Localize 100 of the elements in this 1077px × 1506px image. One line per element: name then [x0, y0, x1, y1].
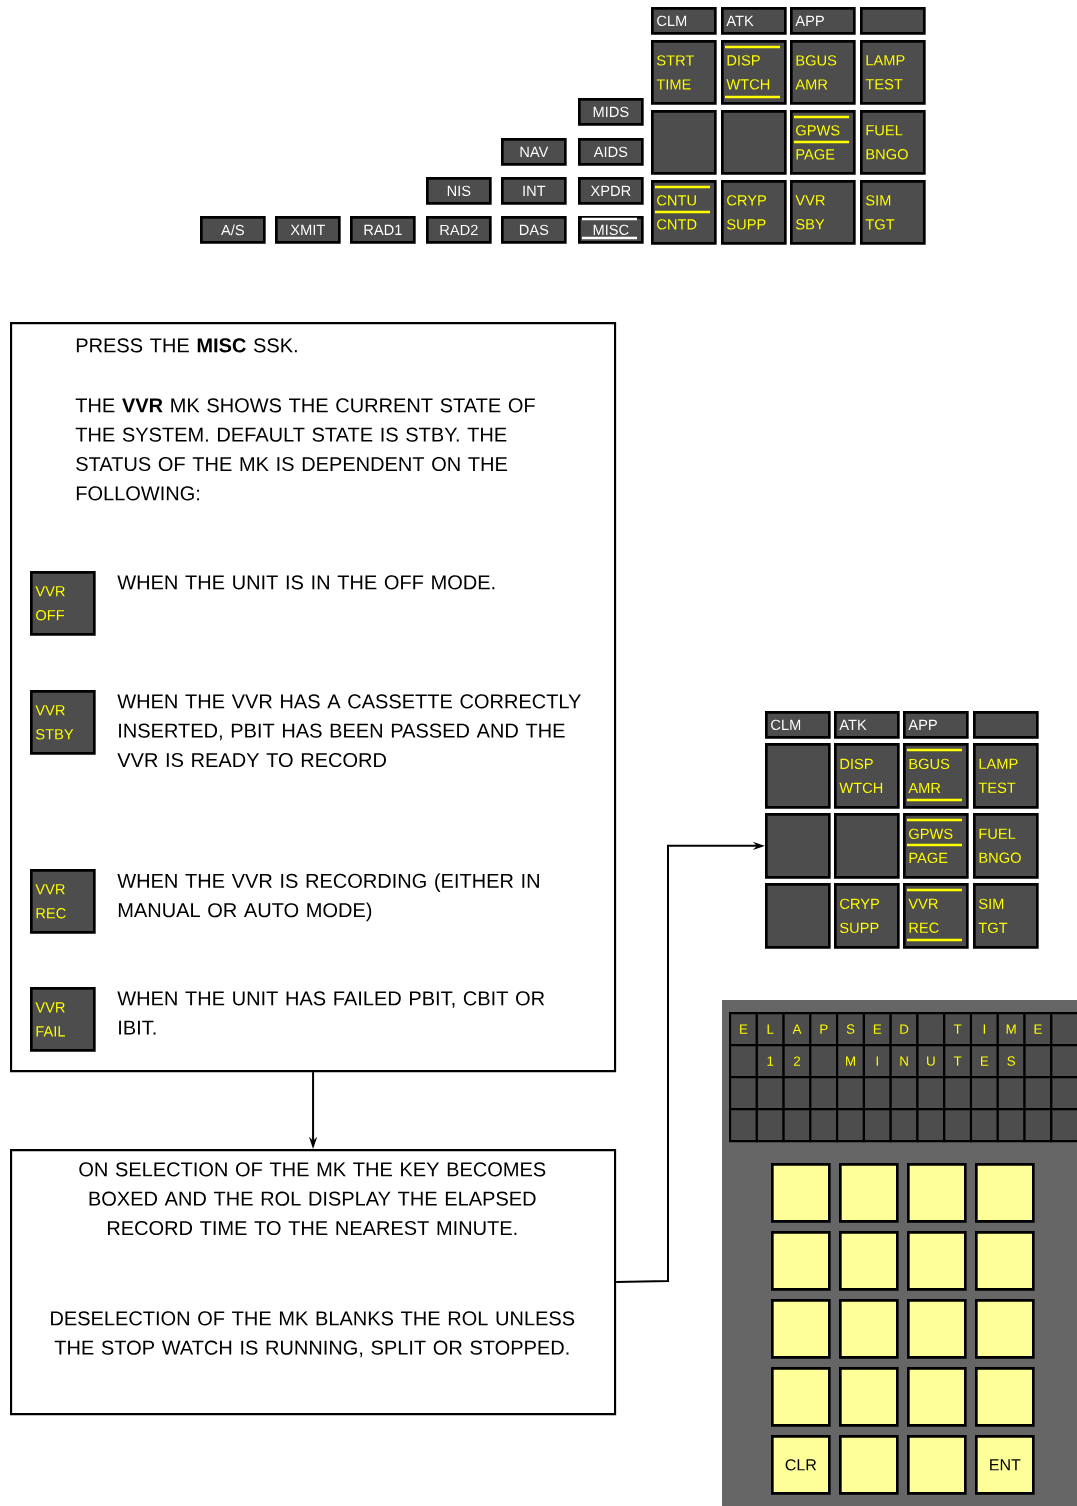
keypad-key: [975, 1231, 1035, 1291]
softkey: NIS: [426, 177, 492, 205]
keypad-key: [771, 1163, 831, 1223]
keypad-key: [907, 1231, 967, 1291]
softkey: CLM: [765, 711, 831, 739]
display-cell: E: [969, 1044, 999, 1079]
softkey: DISP WTCH: [834, 743, 900, 809]
keypad-key: [771, 1231, 831, 1291]
display-cell: [782, 1108, 812, 1143]
display-cell: [836, 1076, 865, 1111]
keypad-key: [839, 1435, 899, 1495]
display-cell: S: [996, 1044, 1026, 1079]
display-cell: [916, 1076, 946, 1111]
display-cell: [782, 1076, 812, 1111]
softkey: [834, 813, 900, 879]
display-cell: M: [996, 1012, 1026, 1047]
keypad-key: [839, 1299, 899, 1359]
display-cell: [1050, 1076, 1077, 1111]
keypad-key: ENT: [975, 1435, 1035, 1495]
softkey: VVR REC: [903, 883, 969, 949]
softkey: LAMP TEST: [973, 743, 1039, 809]
softkey: DISP WTCH: [721, 40, 787, 105]
softkey: BGUS AMR: [903, 743, 969, 809]
softkey: [765, 813, 831, 879]
keypad-key: [839, 1231, 899, 1291]
display-cell: [996, 1108, 1026, 1143]
softkey: BGUS AMR: [790, 40, 856, 105]
display-cell: D: [889, 1012, 919, 1047]
display-cell: [889, 1108, 919, 1143]
description-text: WHEN THE VVR IS RECORDING (EITHER IN MANUAL OR AUTO MODE): [117, 873, 539, 922]
display-cell: E: [729, 1012, 758, 1047]
keypad-key: [771, 1299, 831, 1359]
softkey: A/S: [200, 216, 266, 244]
display-cell: N: [889, 1044, 919, 1079]
keypad-key: [907, 1299, 967, 1359]
keypad-key: [907, 1367, 967, 1427]
display-cell: [916, 1012, 946, 1047]
softkey: NAV: [501, 138, 567, 166]
softkey: RAD2: [426, 216, 492, 244]
softkey: APP: [903, 711, 969, 739]
display-cell: E: [1023, 1012, 1053, 1047]
softkey: RAD1: [350, 216, 416, 244]
keypad-key: [839, 1163, 899, 1223]
display-cell: P: [809, 1012, 839, 1047]
display-cell: [1050, 1012, 1077, 1047]
display-cell: [862, 1108, 892, 1143]
display-cell: [916, 1108, 946, 1143]
display-cell: [996, 1076, 1026, 1111]
display-cell: T: [943, 1044, 973, 1079]
display-cell: 2: [782, 1044, 812, 1079]
softkey: INT: [501, 177, 567, 205]
softkey: FUEL BNGO: [973, 813, 1039, 879]
display-cell: [729, 1076, 758, 1111]
display-cell: [755, 1076, 785, 1111]
display-cell: [729, 1044, 758, 1079]
softkey: GPWS PAGE: [790, 110, 856, 175]
display-cell: [1023, 1044, 1053, 1079]
softkey: MISC: [578, 216, 644, 244]
display-cell: S: [836, 1012, 865, 1047]
softkey: [860, 7, 926, 35]
display-cell: [1050, 1044, 1077, 1079]
softkey: GPWS PAGE: [903, 813, 969, 879]
softkey: [651, 110, 717, 175]
softkey: SIM TGT: [860, 180, 926, 245]
softkey: [973, 711, 1039, 739]
softkey: [721, 110, 787, 175]
softkey: LAMP TEST: [860, 40, 926, 105]
keypad-key: [839, 1367, 899, 1427]
display-cell: [943, 1108, 973, 1143]
keypad-key: [975, 1367, 1035, 1427]
softkey: AIDS: [578, 138, 644, 166]
display-cell: [755, 1108, 785, 1143]
softkey: [765, 743, 831, 809]
softkey: CLM: [651, 7, 717, 35]
display-cell: [889, 1076, 919, 1111]
display-cell: [729, 1108, 758, 1143]
description-text: WHEN THE VVR HAS A CASSETTE CORRECTLY INSERTED, PBIT HAS BEEN PASSED AND THE VVR IS READY TO RECORD: [117, 694, 581, 768]
softkey: FUEL BNGO: [860, 110, 926, 175]
softkey: APP: [790, 7, 856, 35]
display-cell: [862, 1076, 892, 1111]
softkey: ATK: [834, 711, 900, 739]
display-cell: I: [862, 1044, 892, 1079]
display-cell: U: [916, 1044, 946, 1079]
display-cell: [809, 1108, 839, 1143]
softkey: MIDS: [578, 98, 644, 126]
display-cell: [836, 1108, 865, 1143]
display-cell: [969, 1076, 999, 1111]
description-text: WHEN THE UNIT IS IN THE OFF MODE.: [117, 575, 495, 590]
display-cell: [1023, 1108, 1053, 1143]
display-cell: A: [782, 1012, 812, 1047]
softkey: DAS: [501, 216, 567, 244]
softkey: XMIT: [275, 216, 341, 244]
display-cell: L: [755, 1012, 785, 1047]
softkey: STRT TIME: [651, 40, 717, 105]
softkey: VVR SBY: [790, 180, 856, 245]
softkey: [765, 883, 831, 949]
keypad-key: CLR: [771, 1435, 831, 1495]
display-cell: E: [862, 1012, 892, 1047]
keypad-key: [907, 1435, 967, 1495]
keypad-key: [975, 1163, 1035, 1223]
